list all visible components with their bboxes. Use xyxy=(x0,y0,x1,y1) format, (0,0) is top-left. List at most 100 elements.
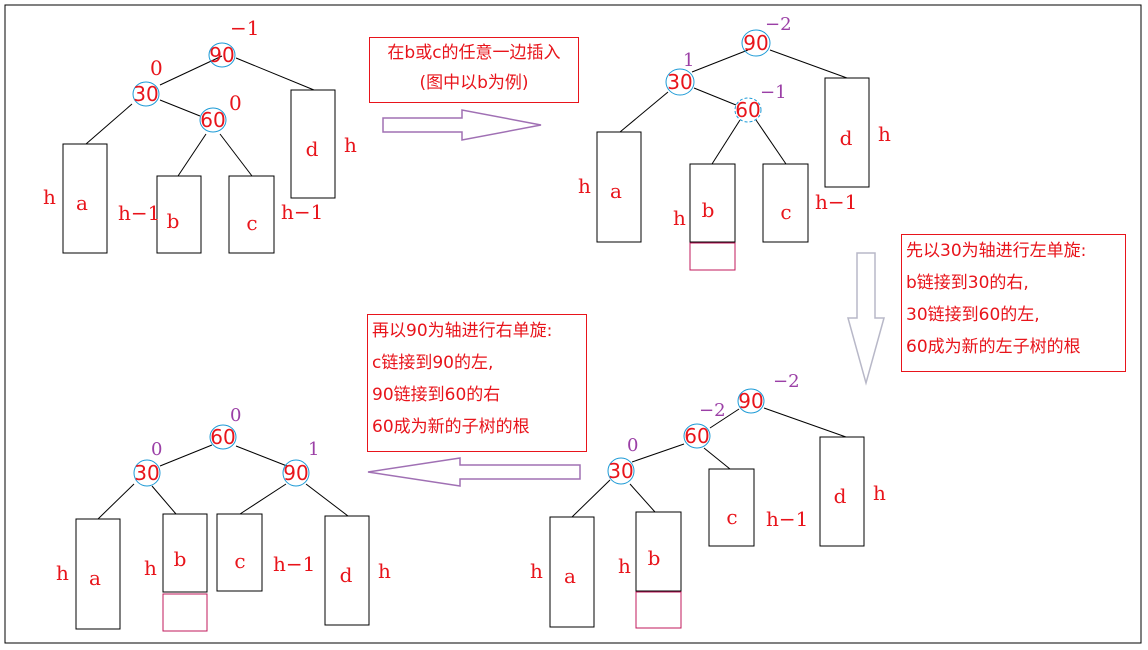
note-left-rotation: 先以30为轴进行左单旋: b链接到30的右, 30链接到60的左, 60成为新的… xyxy=(901,234,1126,372)
edge xyxy=(239,483,287,515)
label-a: a xyxy=(76,191,88,215)
height-a: h xyxy=(578,174,591,198)
node-30: 30 xyxy=(133,82,158,106)
panel-1-tree: 90 30 60 −1 0 0 a b c d h h−1 h−1 h xyxy=(43,16,357,254)
bf-90: −2 xyxy=(765,14,792,35)
label-b: b xyxy=(648,546,661,570)
note-left-rotation-line-1: 先以30为轴进行左单旋: xyxy=(906,241,1087,261)
inserted-node xyxy=(689,242,736,271)
edge xyxy=(763,407,847,438)
height-c: h−1 xyxy=(766,507,808,531)
node-circle xyxy=(737,388,765,414)
note-insert: 在b或c的任意一边插入 (图中以b为例) xyxy=(369,37,579,103)
node-90: 90 xyxy=(209,43,234,67)
subtree-b xyxy=(689,163,736,243)
label-c: c xyxy=(780,200,791,224)
edge xyxy=(769,49,848,79)
edge xyxy=(159,99,201,117)
edge xyxy=(235,445,288,467)
node-circle xyxy=(133,459,161,487)
node-circle xyxy=(199,107,227,133)
node-90: 90 xyxy=(738,389,763,413)
panel-4-tree: 60 30 90 0 0 1 a b c d h h h−1 h xyxy=(56,405,391,632)
node-circle xyxy=(607,457,635,485)
edge xyxy=(177,133,207,177)
subtree-c xyxy=(216,513,263,592)
height-a: h xyxy=(530,559,543,583)
bf-30: 0 xyxy=(151,439,162,460)
bf-30: 1 xyxy=(683,50,694,71)
edge xyxy=(159,55,223,86)
height-b: h xyxy=(144,556,157,580)
node-circle xyxy=(282,459,310,487)
node-30: 30 xyxy=(667,70,692,94)
node-circle xyxy=(665,68,695,96)
edge xyxy=(711,119,741,165)
subtree-d xyxy=(290,89,336,199)
bf-30: 0 xyxy=(150,56,163,80)
node-circle xyxy=(209,424,237,450)
node-circle xyxy=(208,42,236,68)
subtree-d xyxy=(324,515,370,626)
subtree-a xyxy=(596,131,642,243)
node-90: 90 xyxy=(743,31,768,55)
note-insert-line-1: 在b或c的任意一边插入 xyxy=(387,43,561,63)
note-left-rotation-line-3: 30链接到60的左, xyxy=(906,305,1040,325)
subtree-c xyxy=(228,175,275,254)
label-d: d xyxy=(306,137,319,161)
subtree-b xyxy=(635,511,682,592)
height-c: h−1 xyxy=(281,200,323,224)
bf-90: 1 xyxy=(308,439,319,460)
bf-30: 0 xyxy=(627,435,638,456)
height-d: h xyxy=(378,559,391,583)
node-90: 90 xyxy=(283,461,308,485)
edge xyxy=(619,91,669,133)
height-d: h xyxy=(873,481,886,505)
edge xyxy=(703,447,731,470)
label-b: b xyxy=(174,547,187,571)
edge xyxy=(755,119,787,165)
node-60: 60 xyxy=(735,98,760,122)
edge xyxy=(305,483,349,517)
note-right-rotation-line-2: c链接到90的左, xyxy=(372,353,494,373)
arrow-left-icon xyxy=(367,457,581,487)
node-circle xyxy=(741,29,771,57)
edge xyxy=(571,479,611,518)
subtree-a xyxy=(549,516,595,628)
outer-frame xyxy=(4,4,1142,644)
edge xyxy=(85,103,133,145)
edge xyxy=(159,444,213,467)
label-d: d xyxy=(840,126,853,150)
edge xyxy=(631,443,685,463)
label-a: a xyxy=(564,564,576,588)
edge xyxy=(151,485,177,515)
label-d: d xyxy=(340,563,353,587)
bf-90: −1 xyxy=(230,16,259,40)
subtree-b xyxy=(156,175,202,254)
panel-2-tree: 90 30 60 −2 1 −1 a b c d h h h−1 h xyxy=(578,14,891,271)
label-c: c xyxy=(234,549,245,573)
inserted-node xyxy=(162,593,208,632)
note-insert-line-2: (图中以b为例) xyxy=(419,73,529,93)
subtree-a xyxy=(75,518,121,630)
label-b: b xyxy=(167,209,180,233)
label-a: a xyxy=(89,566,101,590)
height-b: h−1 xyxy=(118,201,160,225)
node-circle xyxy=(734,97,762,123)
subtree-c xyxy=(708,468,755,547)
subtree-a xyxy=(62,143,108,254)
edge xyxy=(629,483,656,513)
node-circle xyxy=(683,423,711,449)
bf-60: −1 xyxy=(760,82,787,103)
label-c: c xyxy=(246,211,257,235)
node-60: 60 xyxy=(210,425,235,449)
node-30: 30 xyxy=(608,459,633,483)
edge xyxy=(219,133,253,177)
height-d: h xyxy=(344,133,357,157)
label-a: a xyxy=(610,179,622,203)
arrow-right-icon xyxy=(382,109,542,141)
bf-60: −2 xyxy=(699,400,726,421)
arrow-down-icon xyxy=(847,252,885,386)
note-right-rotation-line-1: 再以90为轴进行右单旋: xyxy=(372,321,553,341)
node-60: 60 xyxy=(684,424,709,448)
